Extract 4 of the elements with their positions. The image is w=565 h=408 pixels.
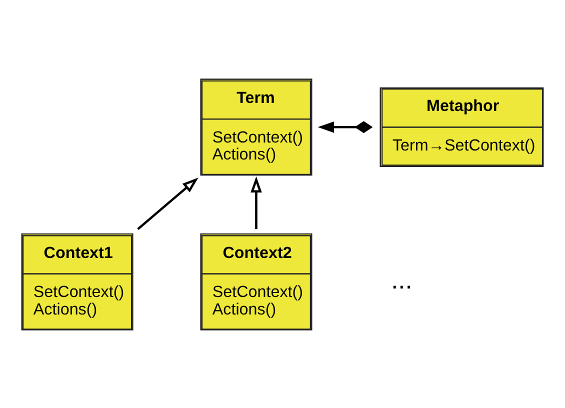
arrow [318, 120, 373, 133]
arrow [250, 176, 262, 229]
arrow [137, 177, 198, 230]
label: ... [391, 266, 412, 294]
